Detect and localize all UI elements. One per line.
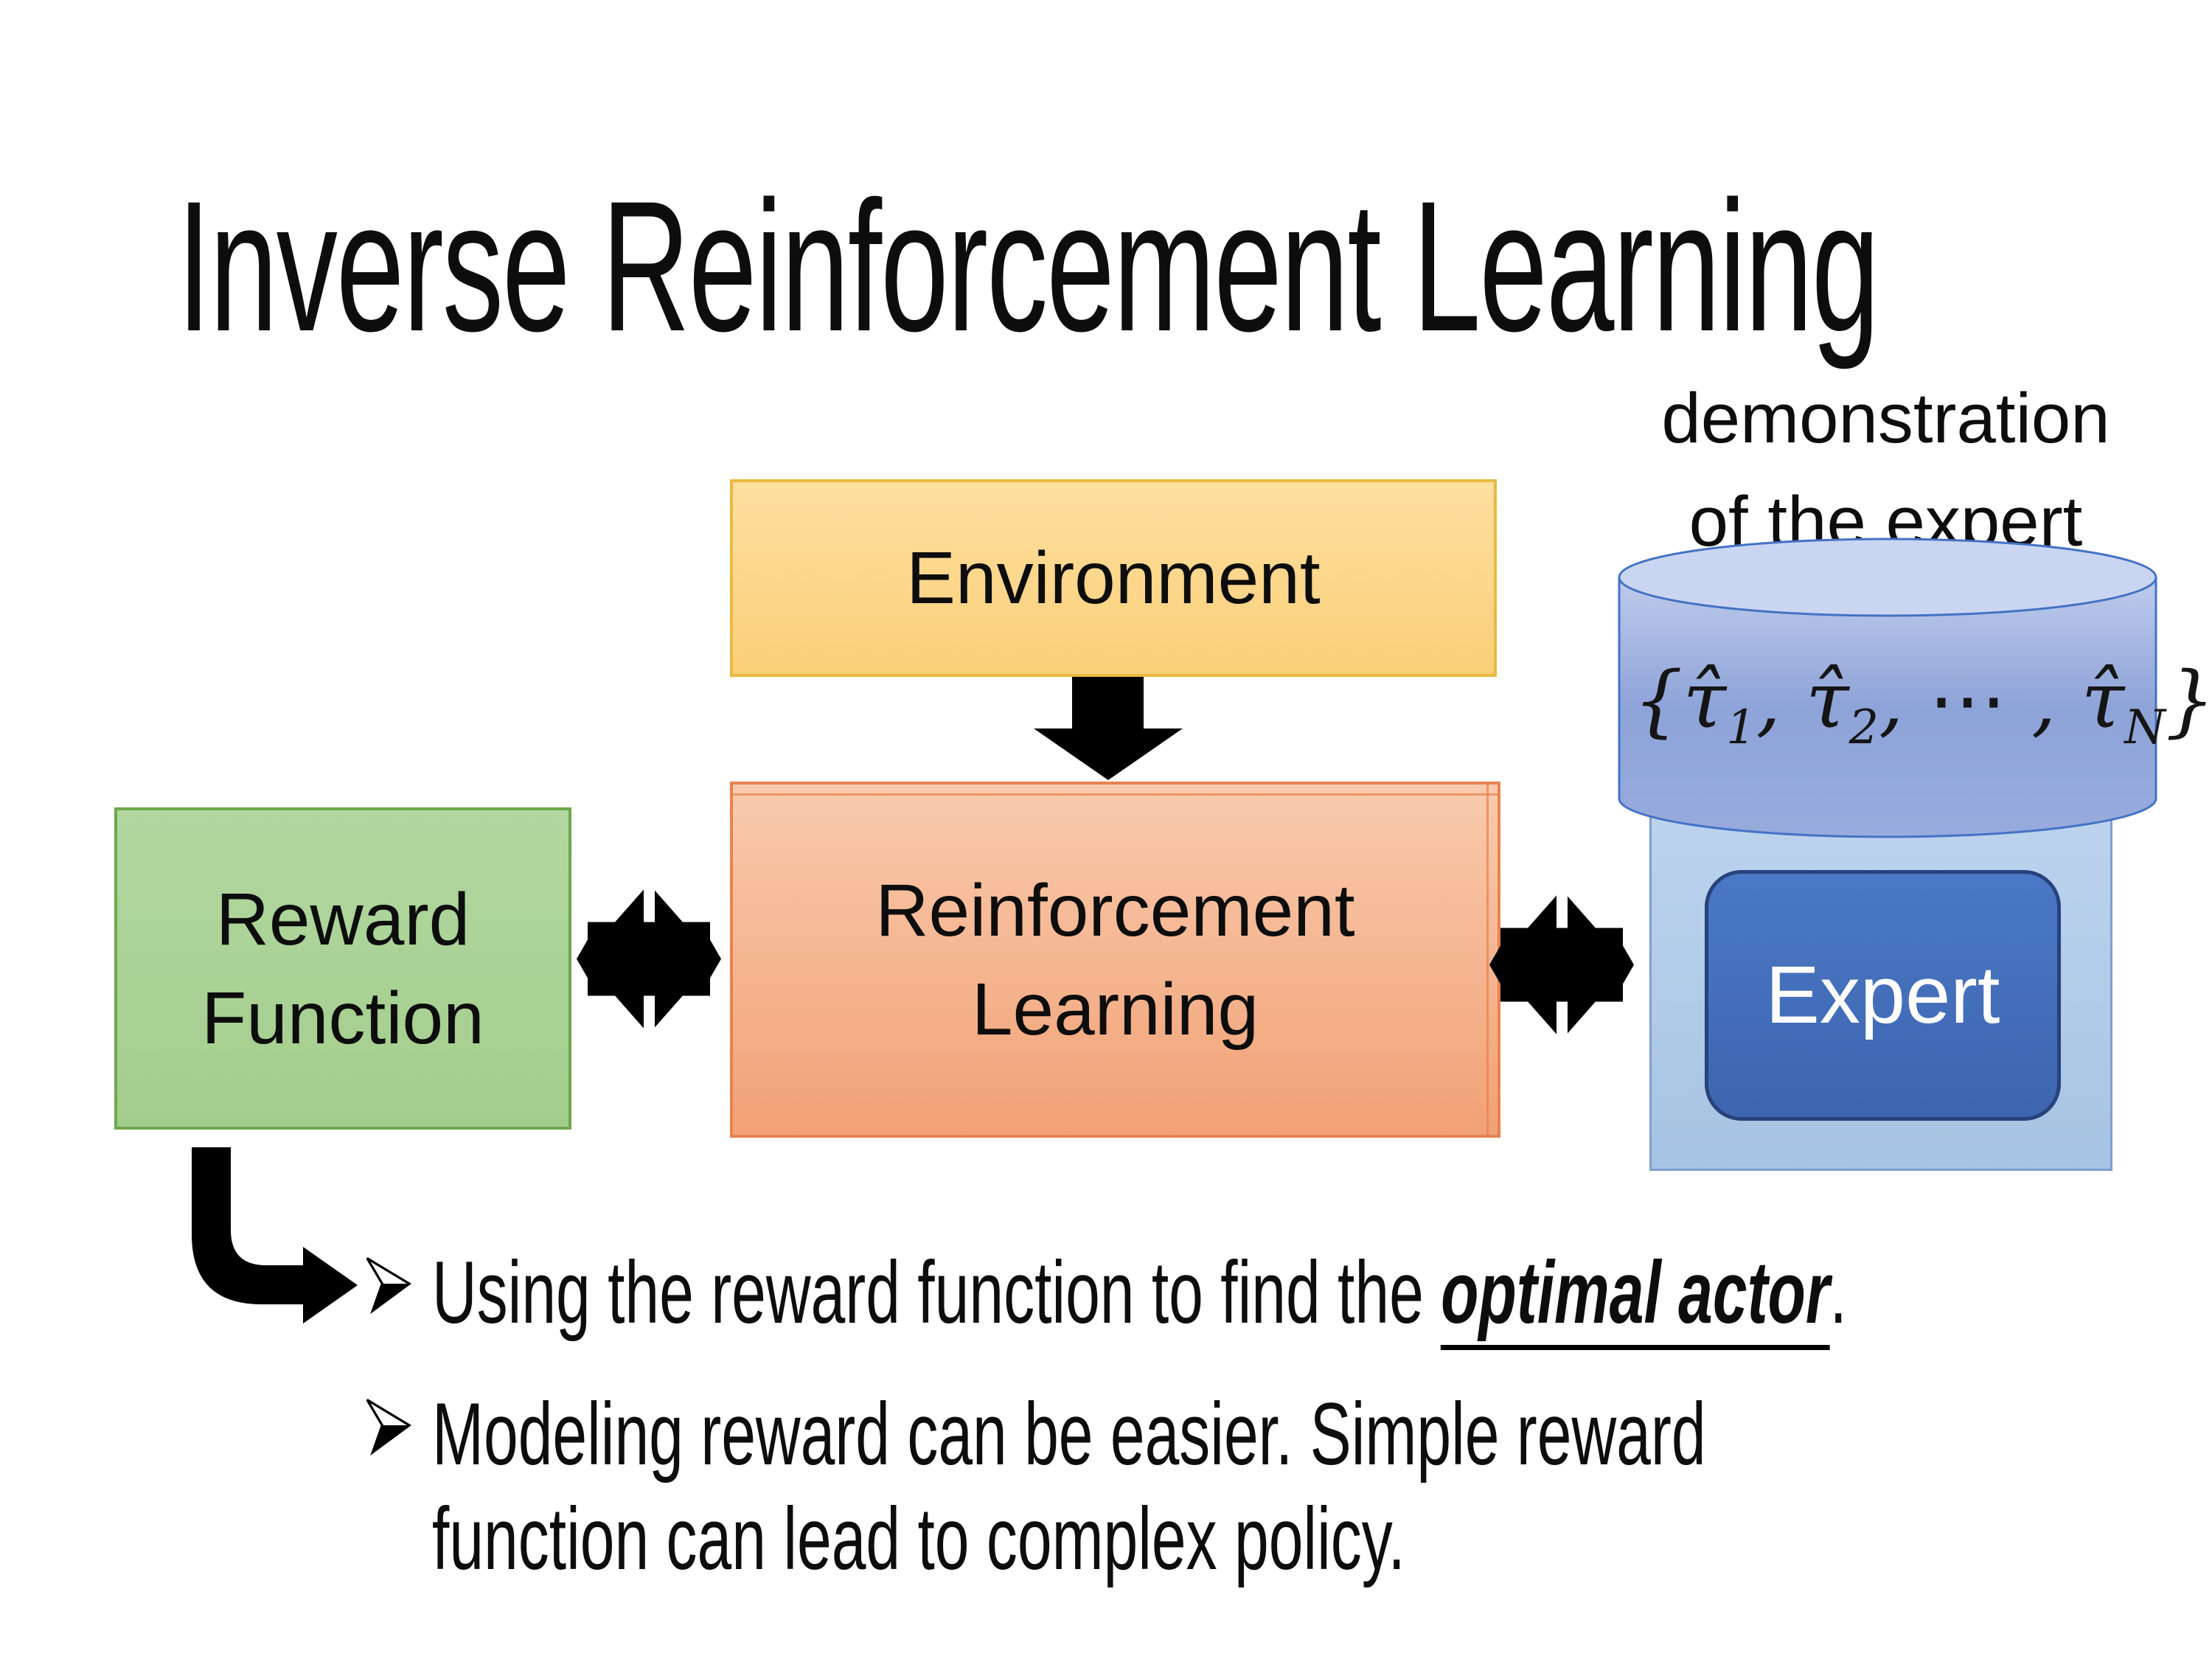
rl-box-inner-line-top bbox=[733, 793, 1498, 796]
caption-demonstration: demonstration of the expert bbox=[1611, 367, 2160, 574]
down-arrow-icon bbox=[1032, 677, 1186, 782]
formula-sub-1: 1 bbox=[1726, 700, 1756, 755]
bullet2-line1: Modeling reward can be easier. Simple re… bbox=[432, 1385, 1706, 1484]
bullet-item-modeling-reward: Modeling reward can be easier. Simple re… bbox=[432, 1382, 1706, 1591]
database-cylinder-icon bbox=[1617, 537, 2158, 841]
bullet1-post: . bbox=[1829, 1243, 1847, 1342]
elbow-arrow-icon bbox=[192, 1147, 363, 1326]
formula-tau-N: τ̂ bbox=[2081, 655, 2125, 745]
bullet1-pre: Using the reward function to find the bbox=[432, 1243, 1441, 1342]
arrowhead-bullet-icon bbox=[364, 1253, 413, 1315]
bullet1-emphasis: optimal actor bbox=[1441, 1243, 1830, 1350]
formula-sub-N: N bbox=[2124, 700, 2166, 755]
rl-label-line1: Reinforcement bbox=[875, 869, 1355, 952]
expert-label: Expert bbox=[1765, 950, 2000, 1040]
reward-label-line2: Function bbox=[201, 976, 484, 1060]
formula-sub-2: 2 bbox=[1848, 700, 1879, 755]
formula-tau-1: τ̂ bbox=[1683, 655, 1727, 745]
formula-close-brace: } bbox=[2165, 655, 2212, 745]
exchange-arrow-icon bbox=[1488, 889, 1635, 1041]
expert-box: Expert bbox=[1705, 870, 2061, 1121]
bullet-item-optimal-actor: Using the reward function to find the op… bbox=[432, 1240, 1847, 1350]
reinforcement-learning-box: Reinforcement Learning bbox=[730, 782, 1500, 1138]
reward-label-line1: Reward bbox=[215, 877, 470, 961]
formula-tau-2: τ̂ bbox=[1805, 655, 1849, 745]
slide-title: Inverse Reinforcement Learning bbox=[177, 163, 1879, 370]
environment-label: Environment bbox=[906, 537, 1321, 619]
rl-box-inner-line-right bbox=[1486, 785, 1489, 1135]
bullet2-line2: function can lead to complex policy. bbox=[432, 1489, 1405, 1588]
arrowhead-bullet-icon bbox=[364, 1395, 413, 1456]
formula-dots: ⋯ bbox=[1928, 655, 2007, 745]
exchange-arrow-icon bbox=[575, 883, 723, 1035]
reward-function-box: Reward Function bbox=[114, 807, 571, 1130]
formula-open-brace: { bbox=[1633, 655, 1683, 745]
rl-label-line2: Learning bbox=[971, 967, 1259, 1051]
caption-line1: demonstration bbox=[1661, 379, 2110, 458]
trajectory-set-formula: {τ̂1, τ̂2, ⋯ , τ̂N} bbox=[1633, 655, 2212, 751]
environment-box: Environment bbox=[730, 479, 1497, 677]
